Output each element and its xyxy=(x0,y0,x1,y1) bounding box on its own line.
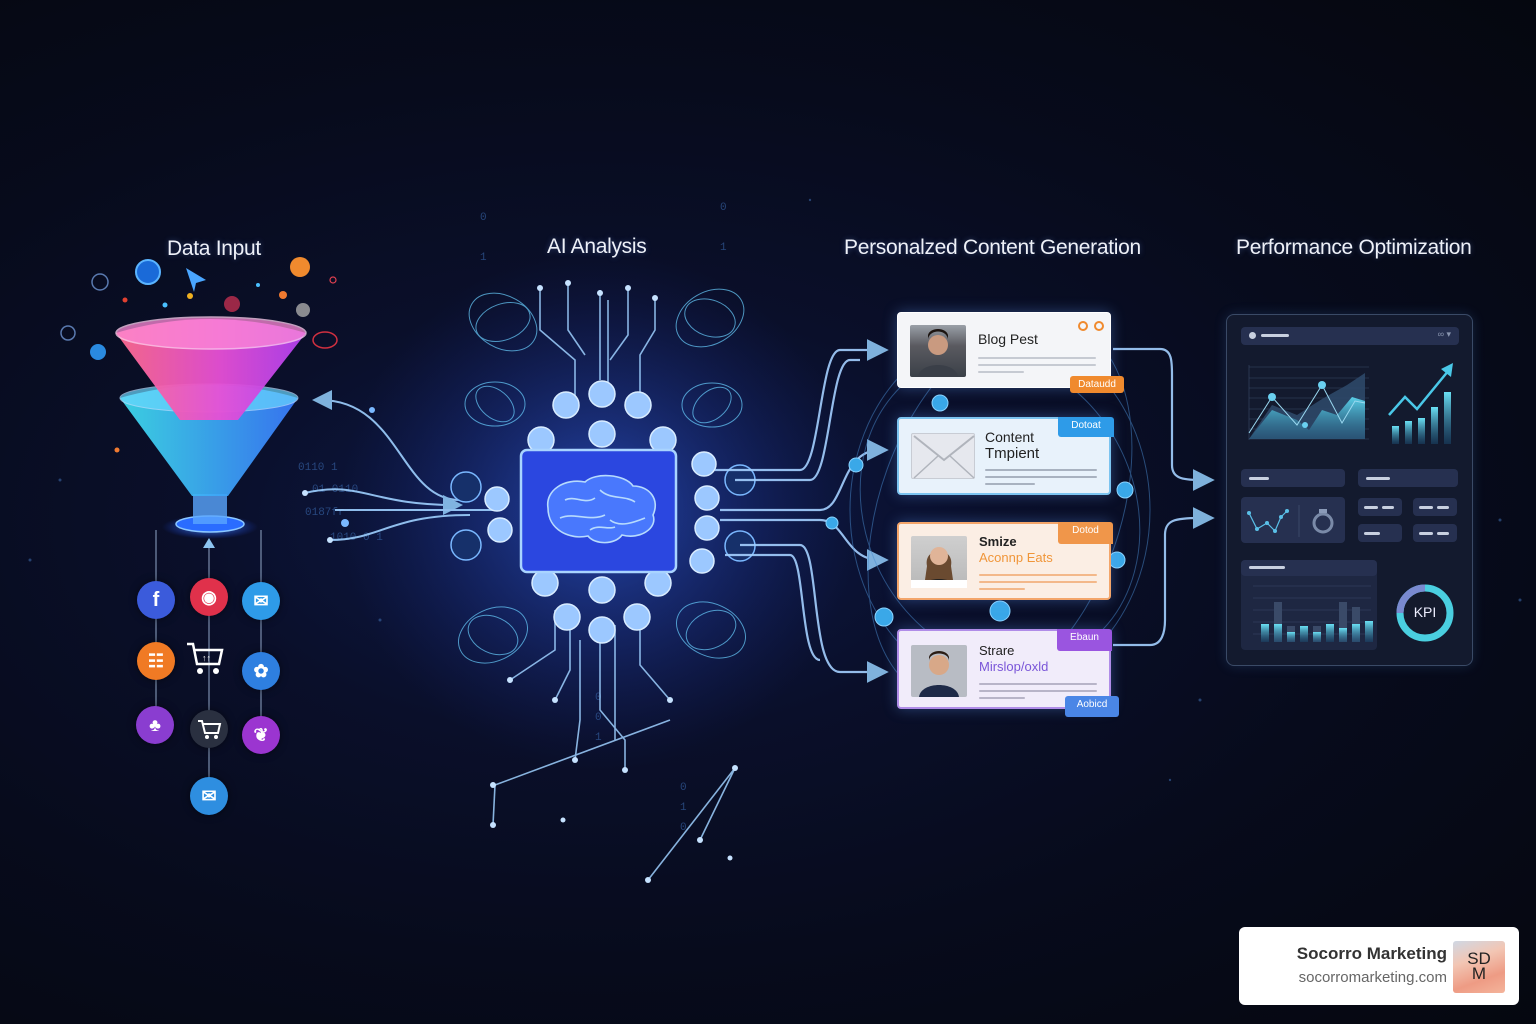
card-tag[interactable]: Ebaun xyxy=(1057,629,1112,651)
svg-text:0187fr: 0187fr xyxy=(305,507,345,519)
stage-title-data-input: Data Input xyxy=(167,237,261,260)
card-tag[interactable]: Dotoat xyxy=(1058,417,1114,437)
chat-icon: ❦ xyxy=(242,716,280,754)
svg-text:1: 1 xyxy=(680,802,687,814)
svg-text:0: 0 xyxy=(680,782,687,794)
card-title: Strare xyxy=(979,643,1015,658)
author-photo xyxy=(911,645,967,697)
menu-dot-icon xyxy=(1249,332,1256,339)
svg-text:1: 1 xyxy=(595,732,602,744)
brand-name: Socorro Marketing xyxy=(1296,944,1447,963)
shopping-cart-icon: ↑↑ xyxy=(186,640,224,678)
mini-scatter-panel xyxy=(1241,497,1345,543)
svg-text:1: 1 xyxy=(480,252,487,264)
card-tag[interactable]: Dataudd xyxy=(1070,376,1124,393)
dashboard-charts xyxy=(1248,363,1453,444)
status-dot-icon xyxy=(1078,321,1088,331)
content-card-share[interactable]: Strare Mirslop/oxld xyxy=(897,629,1111,709)
bar-chart-panel xyxy=(1241,560,1377,650)
kpi-donut-chart xyxy=(1396,584,1454,642)
svg-text:0: 0 xyxy=(720,202,727,214)
status-dot-icon xyxy=(1094,321,1104,331)
svg-text:0: 0 xyxy=(680,822,687,834)
card-subtitle: Tmpient xyxy=(985,445,1040,462)
author-photo xyxy=(910,325,966,377)
logo-text: SD xyxy=(1467,949,1491,968)
svg-text:↑↑: ↑↑ xyxy=(202,653,211,663)
cart-icon xyxy=(190,710,228,748)
card-title: Smize xyxy=(979,534,1017,549)
card-title: Blog Pest xyxy=(978,331,1038,347)
stage-title-content-generation: Personalzed Content Generation xyxy=(844,236,1141,259)
brand-badge[interactable]: Socorro Marketing socorromarketing.com S… xyxy=(1239,927,1519,1005)
svg-text:1: 1 xyxy=(720,242,727,254)
analytics-icon: ☷ xyxy=(137,642,175,680)
brand-url[interactable]: socorromarketing.com xyxy=(1298,969,1447,986)
svg-text:0: 0 xyxy=(595,712,602,724)
svg-text:0: 0 xyxy=(595,692,602,704)
instagram-icon: ◉ xyxy=(190,578,228,616)
social-icon: ♣ xyxy=(136,706,174,744)
stage-title-performance-optimization: Performance Optimization xyxy=(1236,236,1472,259)
email-icon-bottom: ✉ xyxy=(190,777,228,815)
funnel-icon xyxy=(115,316,307,539)
envelope-icon xyxy=(911,433,975,479)
email-icon: ✉ xyxy=(242,582,280,620)
performance-dashboard: ∞ ▾ xyxy=(1226,314,1473,666)
content-card-blog-post[interactable]: Blog Pest xyxy=(897,312,1111,388)
facebook-icon: f xyxy=(137,581,175,619)
kpi-label: KPI xyxy=(1413,604,1437,620)
logo-text: M xyxy=(1471,964,1487,983)
brand-logo: SD M xyxy=(1453,941,1505,993)
card-subtitle: Aconnp Eats xyxy=(979,550,1053,565)
crm-icon: ✿ xyxy=(242,652,280,690)
card-subtitle: Mirslop/oxld xyxy=(979,659,1049,674)
brain-icon xyxy=(547,474,657,544)
card-tag[interactable]: Dotod xyxy=(1058,522,1113,544)
svg-text:0: 0 xyxy=(480,212,487,224)
card-extra-tag[interactable]: Aobicd xyxy=(1065,696,1119,717)
header-icons[interactable]: ∞ ▾ xyxy=(1437,329,1451,339)
author-photo xyxy=(911,536,967,588)
dashboard-header: ∞ ▾ xyxy=(1241,327,1459,345)
svg-text:0110 1: 0110 1 xyxy=(298,462,338,474)
card-title: Content xyxy=(985,429,1035,445)
